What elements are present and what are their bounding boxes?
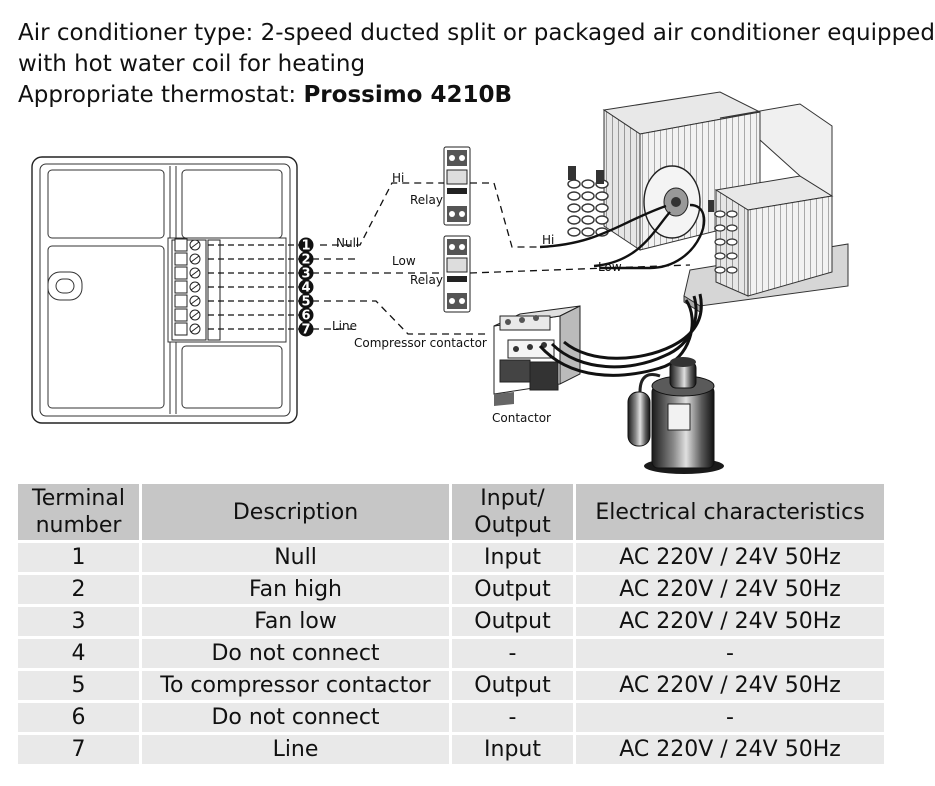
label-line: Line [332,319,357,333]
terminal-screw [174,308,201,322]
terminal-number-label: 3 [301,267,310,282]
terminal-number-label: 7 [301,323,310,338]
cell-io: - [449,703,573,732]
label-relay-bottom: Relay [410,273,443,287]
label-relay-top: Relay [410,193,443,207]
terminal-screw [174,280,201,294]
terminal-screw [174,322,201,336]
terminal-number-label: 6 [301,309,310,324]
cell-io: Output [449,607,573,636]
cell-description: Do not connect [139,639,449,668]
label-hi-top: Hi [392,171,404,185]
terminal-number-5: 5 [298,293,314,310]
cell-terminal: 7 [18,735,139,764]
label-low-mid: Low [392,254,416,268]
label-contactor: Contactor [492,411,551,425]
cell-electrical: AC 220V / 24V 50Hz [573,671,884,700]
terminal-screw [174,252,201,266]
cell-description: Do not connect [139,703,449,732]
cell-terminal: 3 [18,607,139,636]
thermostat-line: Appropriate thermostat: Prossimo 4210B [18,80,888,111]
cell-description: Fan high [139,575,449,604]
terminal-number-3: 3 [298,265,314,282]
ac-type-line-2: with hot water coil for heating [18,51,366,77]
contactor-device [493,305,581,406]
label-null: Null [336,236,359,250]
coil-tubes-right [714,210,738,274]
label-low-unit: Low [598,260,622,274]
header-io-line-1: Input/ [480,486,545,511]
cell-terminal: 5 [18,671,139,700]
cell-electrical: AC 220V / 24V 50Hz [573,735,884,764]
label-hi-unit: Hi [542,233,554,247]
control-wiring [312,182,691,335]
header-terminal-line-1: Terminal [32,486,125,511]
cell-terminal: 6 [18,703,139,732]
thermostat-base [31,156,298,424]
cell-description: Line [139,735,449,764]
cell-terminal: 2 [18,575,139,604]
terminal-screws [174,238,201,336]
cell-electrical: - [573,703,884,732]
terminal-number-7: 7 [298,321,314,338]
terminal-screw [174,294,201,308]
header-electrical: Electrical characteristics [573,484,884,540]
cell-description: To compressor contactor [139,671,449,700]
terminal-leads [208,244,300,330]
terminal-screw [174,266,201,280]
cell-electrical: AC 220V / 24V 50Hz [573,575,884,604]
cell-electrical: AC 220V / 24V 50Hz [573,543,884,572]
ac-type-line-1: Air conditioner type: 2-speed ducted spl… [18,20,935,46]
header-terminal-line-2: number [35,513,122,538]
compressor [627,357,724,474]
terminal-number-4: 4 [298,279,314,296]
cell-io: Output [449,671,573,700]
relay-hi [443,146,471,226]
terminal-number-2: 2 [298,251,314,268]
cell-io: - [449,639,573,668]
cell-terminal: 1 [18,543,139,572]
air-handler-unit [567,91,849,313]
terminal-number-6: 6 [298,307,314,324]
thermostat-name: Prossimo 4210B [303,82,513,108]
cell-electrical: - [573,639,884,668]
compressor-wires [538,293,703,377]
cell-description: Null [139,543,449,572]
cell-electrical: AC 220V / 24V 50Hz [573,607,884,636]
terminal-number-label: 5 [301,295,310,310]
terminal-number-label: 2 [301,253,310,268]
intro-text: Air conditioner type: 2-speed ducted spl… [18,18,935,111]
relay-low [443,235,471,313]
cell-io: Input [449,543,573,572]
header-io-line-2: Output [474,513,551,538]
header-input-output: Input/Output [449,484,573,540]
fan-motor-wires [539,203,706,270]
label-compressor-contactor: Compressor contactor [354,336,487,350]
cell-io: Output [449,575,573,604]
terminal-block [171,238,221,341]
coil-tubes-left [567,179,609,237]
terminal-number-label: 4 [301,281,310,296]
terminal-screw [174,238,201,252]
terminal-number-label: 1 [301,239,310,254]
thermostat-prefix: Appropriate thermostat: [18,82,304,108]
terminal-number-1: 1 [298,237,314,254]
cell-description: Fan low [139,607,449,636]
cell-terminal: 4 [18,639,139,668]
header-description: Description [139,484,449,540]
cell-io: Input [449,735,573,764]
